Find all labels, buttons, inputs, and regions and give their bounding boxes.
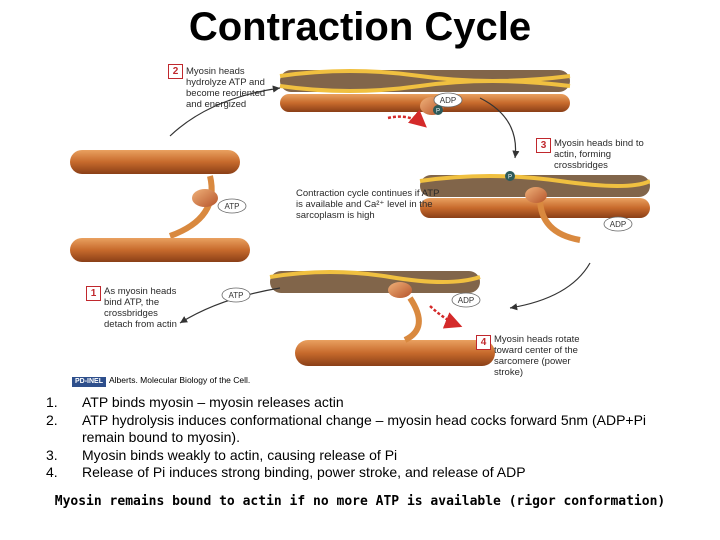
- callout-step-1: As myosin heads bind ATP, the crossbridg…: [104, 286, 177, 330]
- note-number: 4.: [46, 464, 58, 480]
- note-text: ATP hydrolysis induces conformational ch…: [82, 411, 647, 446]
- rigor-conclusion: Myosin remains bound to actin if no more…: [54, 494, 666, 509]
- credit-logo: PD-INEL: [72, 377, 106, 387]
- callout-step-4: Myosin heads rotate toward center of the…: [494, 334, 580, 378]
- diagram-artwork: ADP P P ADP ATP ATP ADP: [70, 69, 651, 366]
- atp-molecule-center: ATP: [217, 198, 247, 214]
- svg-text:ATP: ATP: [229, 291, 244, 300]
- panel-3-filaments: [419, 174, 651, 243]
- cycle-arrow: [509, 262, 591, 311]
- step-number-2: 2: [168, 64, 183, 79]
- cycle-arrow: [179, 287, 281, 324]
- svg-text:P: P: [508, 175, 512, 181]
- credit-text: Alberts. Molecular Biology of the Cell.: [109, 375, 251, 385]
- callout-center: Contraction cycle continues if ATP is av…: [296, 188, 440, 221]
- panel-4-filaments: [295, 296, 495, 366]
- red-arrow: [429, 305, 463, 329]
- panel-2-filaments: [279, 69, 571, 115]
- svg-text:ATP: ATP: [225, 202, 240, 211]
- note-number: 2.: [46, 411, 58, 428]
- callout-step-2: Myosin heads hydrolyze ATP and become re…: [186, 66, 266, 110]
- cycle-arrow: [169, 85, 281, 137]
- adp-molecule-top: ADP: [433, 92, 463, 108]
- svg-text:ADP: ADP: [458, 296, 474, 305]
- svg-text:ADP: ADP: [440, 96, 456, 105]
- adp-molecule-right: ADP: [603, 216, 633, 232]
- list-item: 3. Myosin binds weakly to actin, causing…: [46, 447, 686, 465]
- note-number: 1.: [46, 394, 58, 410]
- red-arrow: [387, 109, 427, 128]
- step-number-3: 3: [536, 138, 551, 153]
- svg-text:ADP: ADP: [610, 220, 626, 229]
- panel-atp-filaments: [70, 150, 250, 262]
- list-item: 2. ATP hydrolysis induces conformational…: [46, 412, 686, 447]
- atp-molecule-bottom: ATP: [221, 287, 251, 303]
- note-text: Myosin binds weakly to actin, causing re…: [82, 446, 398, 463]
- list-item: 1. ATP binds myosin – myosin releases ac…: [46, 394, 686, 412]
- step-number-4: 4: [476, 335, 491, 350]
- step-notes-list: 1. ATP binds myosin – myosin releases ac…: [46, 394, 686, 482]
- adp-molecule-bottom: ADP: [451, 292, 481, 308]
- phosphate-icon: [433, 105, 443, 115]
- list-item: 4. Release of Pi induces strong binding,…: [46, 464, 686, 482]
- note-text: Release of Pi induces strong binding, po…: [82, 464, 526, 480]
- svg-text:P: P: [436, 109, 440, 115]
- phosphate-icon: [505, 171, 515, 181]
- callout-step-3: Myosin heads bind to actin, forming cros…: [554, 138, 644, 171]
- panel-1-filaments: [269, 270, 481, 298]
- slide-title: Contraction Cycle: [188, 5, 532, 49]
- cycle-arrow: [479, 97, 520, 159]
- step-number-1: 1: [86, 286, 101, 301]
- contraction-cycle-diagram: ADP P P ADP ATP ATP ADP 2 3 1 4 Myosin h…: [70, 58, 651, 380]
- note-text: ATP binds myosin – myosin releases actin: [82, 394, 344, 410]
- note-number: 3.: [46, 446, 58, 463]
